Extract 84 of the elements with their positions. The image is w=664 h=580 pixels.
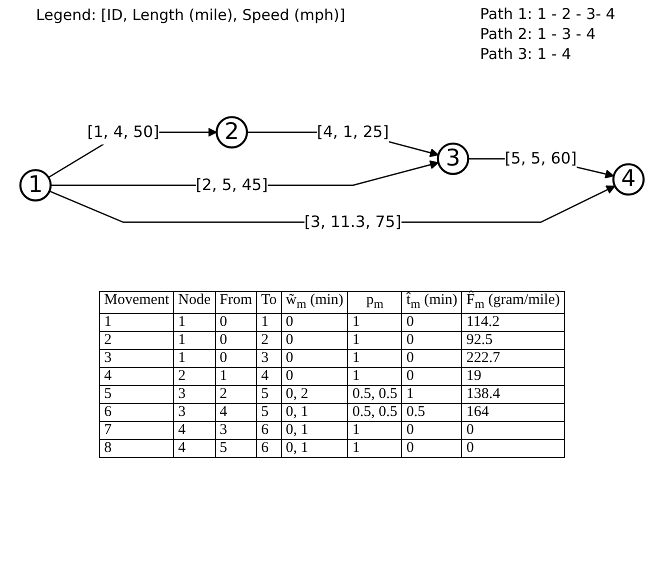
table-cell: 0 <box>402 368 462 386</box>
table-cell: 114.2 <box>462 314 564 332</box>
table-cell: 0 <box>281 368 348 386</box>
table-cell: 92.5 <box>462 332 564 350</box>
table-cell: 0 <box>462 422 564 440</box>
table-cell: 4 <box>100 368 174 386</box>
table-cell: 222.7 <box>462 350 564 368</box>
node-circle: 2 <box>216 116 248 148</box>
table-cell: 1 <box>348 332 402 350</box>
table-cell: 0 <box>402 350 462 368</box>
table-cell: 0.5 <box>402 404 462 422</box>
edge-label: [5, 5, 60] <box>504 149 577 168</box>
table-cell: 0.5, 0.5 <box>348 404 402 422</box>
column-header: From <box>215 292 257 314</box>
node-circle: 1 <box>19 169 52 202</box>
edge-label: [1, 4, 50] <box>87 122 160 142</box>
table-cell: 0 <box>215 350 257 368</box>
table-cell: 1 <box>348 314 402 332</box>
table-cell: 1 <box>100 314 174 332</box>
table-cell: 8 <box>100 440 174 458</box>
table-cell: 0 <box>462 440 564 458</box>
path-text: Path 3: 1 - 4 <box>480 45 572 63</box>
legend-key-text: Legend: [ID, Length (mile), Speed (mph)] <box>36 6 346 24</box>
table-cell: 0.5, 0.5 <box>348 386 402 404</box>
table-cell: 0 <box>215 314 257 332</box>
table-cell: 4 <box>256 368 282 386</box>
table-cell: 1 <box>174 332 216 350</box>
table-cell: 3 <box>100 350 174 368</box>
table-cell: 0 <box>402 314 462 332</box>
path-text: Path 1: 1 - 2 - 3- 4 <box>480 5 616 23</box>
table-cell: 0, 1 <box>281 404 348 422</box>
table-cell: 5 <box>256 404 282 422</box>
path-text: Path 2: 1 - 3 - 4 <box>480 25 596 43</box>
table-cell: 164 <box>462 404 564 422</box>
table-cell: 6 <box>256 440 282 458</box>
table-cell: 3 <box>256 350 282 368</box>
table-cell: 0 <box>402 440 462 458</box>
table-cell: 3 <box>215 422 257 440</box>
table-cell: 2 <box>256 332 282 350</box>
edge-label: [3, 11.3, 75] <box>304 212 402 232</box>
table-cell: 1 <box>402 386 462 404</box>
table-cell: 0, 1 <box>281 422 348 440</box>
table-cell: 0 <box>215 332 257 350</box>
table-cell: 0 <box>281 332 348 350</box>
node-circle: 4 <box>612 163 645 196</box>
table-cell: 5 <box>100 386 174 404</box>
table-cell: 1 <box>256 314 282 332</box>
node-circle: 3 <box>436 142 470 175</box>
table-cell: 5 <box>256 386 282 404</box>
table-cell: 1 <box>174 314 216 332</box>
table-cell: 5 <box>215 440 257 458</box>
edge-label: [4, 1, 25] <box>316 122 389 142</box>
table-cell: 1 <box>348 422 402 440</box>
table-cell: 138.4 <box>462 386 564 404</box>
column-header: Movement <box>100 292 174 314</box>
column-header: w̃$_{m}$ (min) <box>281 292 348 314</box>
table-cell: 2 <box>100 332 174 350</box>
column-header: t̂$_{m}$ (min) <box>402 292 462 314</box>
table-cell: 0, 2 <box>281 386 348 404</box>
table-cell: 3 <box>174 386 216 404</box>
table-cell: 1 <box>348 368 402 386</box>
column-header: To <box>256 292 282 314</box>
table-cell: 0 <box>402 332 462 350</box>
table-cell: 0 <box>281 314 348 332</box>
table-cell: 4 <box>174 440 216 458</box>
table-cell: 1 <box>348 440 402 458</box>
column-header: p$_{m}$ <box>348 292 402 314</box>
table-cell: 0, 1 <box>281 440 348 458</box>
table-cell: 0 <box>281 350 348 368</box>
table-cell: 4 <box>215 404 257 422</box>
edge-label: [2, 5, 45] <box>196 176 268 194</box>
table-cell: 2 <box>174 368 216 386</box>
table-cell: 6 <box>100 404 174 422</box>
column-header: Node <box>174 292 216 314</box>
table-cell: 1 <box>215 368 257 386</box>
table-cell: 2 <box>215 386 257 404</box>
table-cell: 6 <box>256 422 282 440</box>
table-cell: 0 <box>402 422 462 440</box>
table-cell: 19 <box>462 368 564 386</box>
table-cell: 1 <box>174 350 216 368</box>
table-cell: 7 <box>100 422 174 440</box>
table-cell: 3 <box>174 404 216 422</box>
table-cell: 4 <box>174 422 216 440</box>
table-cell: 1 <box>348 350 402 368</box>
